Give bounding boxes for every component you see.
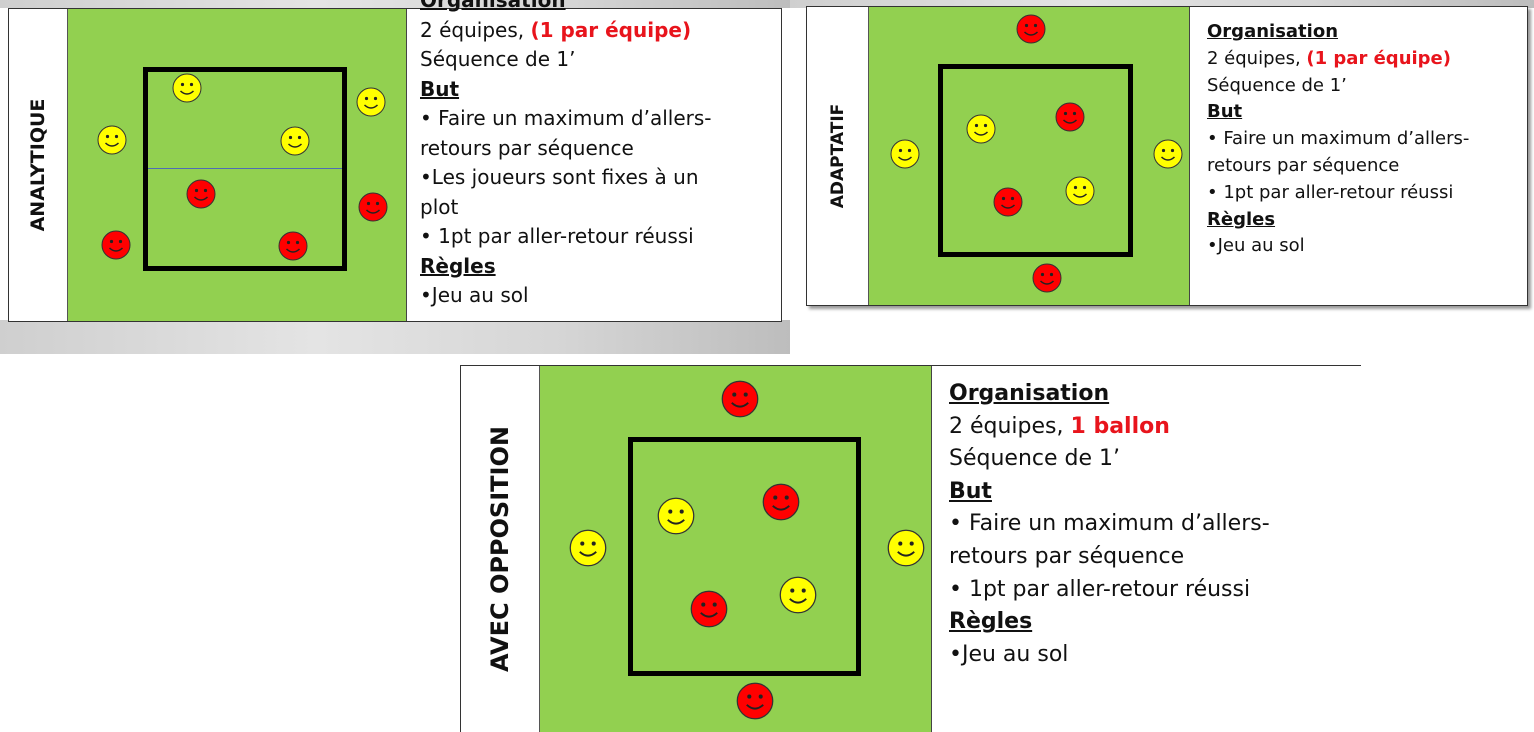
- player-yellow-icon: [657, 497, 695, 535]
- panel-description: Organisation 2 équipes, (1 par équipe) S…: [420, 0, 712, 311]
- player-red-icon: [101, 230, 131, 260]
- player-red-icon: [690, 590, 728, 628]
- goal-line: retours par séquence: [1207, 154, 1400, 176]
- organisation-heading: Organisation: [949, 381, 1110, 406]
- player-yellow-icon: [1065, 176, 1095, 206]
- panel-avec-opposition: AVEC OPPOSITION Organisation 2 équipes, …: [460, 365, 1361, 732]
- court-square: [143, 67, 347, 271]
- goal-line: • Faire un maximum d’allers-: [420, 106, 712, 130]
- background-strip-right: [790, 0, 1534, 8]
- player-yellow-icon: [779, 576, 817, 614]
- organisation-heading: Organisation: [420, 0, 566, 12]
- goal-line: plot: [420, 194, 459, 219]
- sequence-line: Séquence de 1’: [949, 446, 1120, 472]
- goal-heading: But: [420, 76, 460, 101]
- player-red-icon: [993, 187, 1023, 217]
- teams-line: 2 équipes, (1 par équipe): [420, 16, 712, 46]
- playing-field: [869, 7, 1190, 305]
- teams-highlight: 1 ballon: [1070, 413, 1170, 439]
- goal-line: •Les joueurs sont fixes à un: [420, 165, 699, 189]
- playing-field: [540, 366, 932, 732]
- player-yellow-icon: [569, 529, 607, 567]
- player-yellow-icon: [890, 139, 920, 169]
- goal-line: • 1pt par aller-retour réussi: [420, 224, 694, 248]
- player-yellow-icon: [97, 125, 127, 155]
- panel-label-column: AVEC OPPOSITION: [461, 366, 540, 732]
- goal-line: • Faire un maximum d’allers-: [1207, 128, 1470, 150]
- rules-line: •Jeu au sol: [1207, 235, 1305, 257]
- player-red-icon: [278, 231, 308, 261]
- player-red-icon: [762, 483, 800, 521]
- player-yellow-icon: [280, 126, 310, 156]
- player-red-icon: [736, 682, 774, 720]
- goal-line: • 1pt par aller-retour réussi: [1207, 181, 1454, 203]
- organisation-heading: Organisation: [1207, 21, 1339, 42]
- goal-heading: But: [949, 478, 992, 504]
- panel-label-column: ANALYTIQUE: [9, 9, 68, 321]
- teams-text: 2 équipes,: [1207, 47, 1307, 69]
- panel-adaptatif: ADAPTATIF Organisation 2 équipes, (1 par…: [806, 6, 1528, 306]
- background-strip-top-left: [0, 0, 790, 8]
- player-yellow-icon: [172, 73, 202, 103]
- player-yellow-icon: [1153, 139, 1183, 169]
- court-midline: [148, 168, 342, 169]
- player-red-icon: [358, 192, 388, 222]
- panel-description: Organisation 2 équipes, (1 par équipe) S…: [1207, 19, 1469, 260]
- player-red-icon: [721, 380, 759, 418]
- goal-heading: But: [1207, 101, 1243, 123]
- panel-description: Organisation 2 équipes, 1 ballon Séquenc…: [949, 378, 1270, 671]
- playing-field: [68, 9, 407, 321]
- rules-line: •Jeu au sol: [420, 283, 529, 307]
- sequence-line: Séquence de 1’: [1207, 74, 1347, 96]
- goal-line: • 1pt par aller-retour réussi: [949, 576, 1251, 602]
- court-square: [938, 64, 1133, 257]
- player-red-icon: [1016, 14, 1046, 44]
- panel-analytique: ANALYTIQUE: [8, 8, 782, 322]
- rules-line: •Jeu au sol: [949, 641, 1069, 667]
- goal-line: • Faire un maximum d’allers-: [949, 511, 1270, 537]
- panel-label-column: ADAPTATIF: [807, 7, 869, 305]
- sequence-line: Séquence de 1’: [420, 47, 576, 71]
- rules-heading: Règles: [420, 253, 496, 278]
- panel-title: ANALYTIQUE: [27, 98, 49, 232]
- player-red-icon: [186, 179, 216, 209]
- panel-title: AVEC OPPOSITION: [486, 426, 514, 672]
- rules-heading: Règles: [949, 609, 1033, 635]
- court-square: [628, 437, 861, 676]
- background-strip-left: [0, 320, 790, 354]
- rules-heading: Règles: [1207, 208, 1276, 230]
- teams-highlight: (1 par équipe): [1306, 47, 1451, 69]
- teams-highlight: (1 par équipe): [530, 17, 692, 42]
- player-yellow-icon: [887, 529, 925, 567]
- teams-line: 2 équipes, 1 ballon: [949, 411, 1270, 444]
- goal-line: retours par séquence: [949, 543, 1185, 569]
- teams-line: 2 équipes, (1 par équipe): [1207, 46, 1469, 73]
- panel-title: ADAPTATIF: [827, 103, 848, 209]
- player-red-icon: [1032, 263, 1062, 293]
- goal-line: retours par séquence: [420, 135, 634, 160]
- player-red-icon: [1055, 102, 1085, 132]
- teams-text: 2 équipes,: [420, 17, 531, 42]
- teams-text: 2 équipes,: [949, 413, 1071, 439]
- player-yellow-icon: [966, 114, 996, 144]
- player-yellow-icon: [356, 87, 386, 117]
